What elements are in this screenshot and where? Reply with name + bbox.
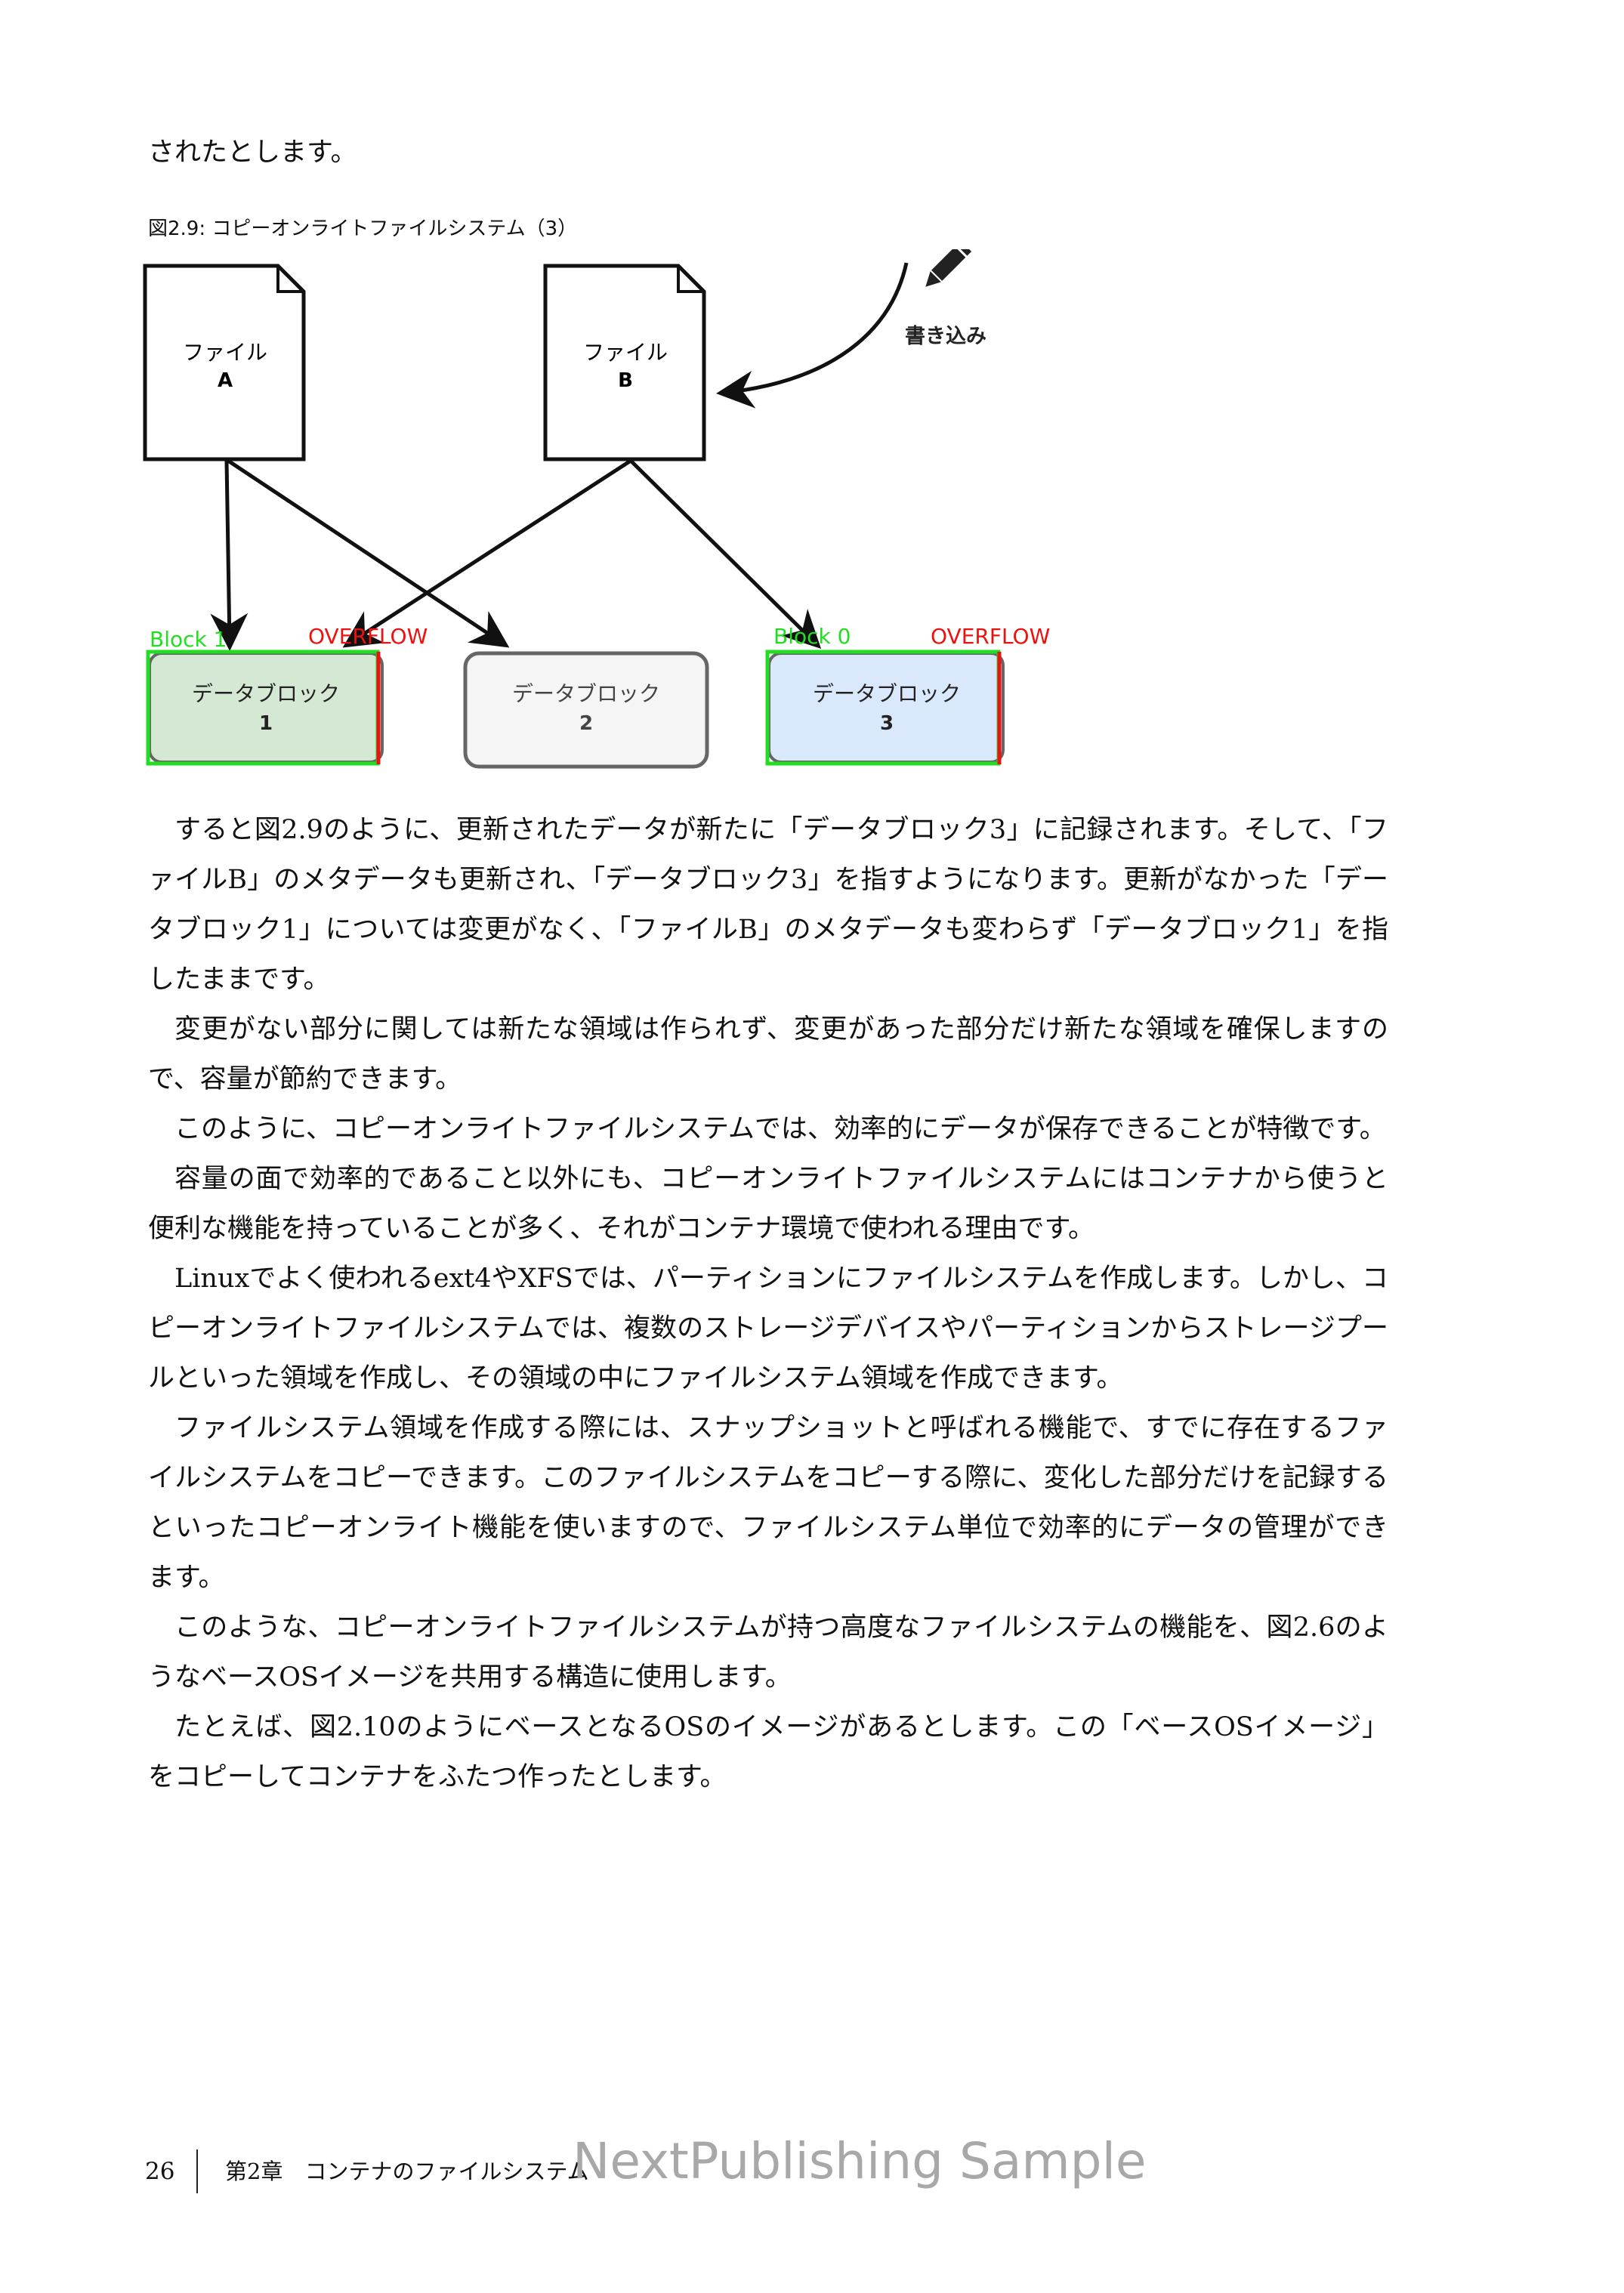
data-block-2-label: データブロック <box>512 681 660 706</box>
watermark: NextPublishing Sample <box>573 2132 1147 2190</box>
file-b-document: ファイル B <box>543 264 706 461</box>
page-number: 26 <box>145 2158 175 2185</box>
file-b-label: ファイル <box>583 340 668 365</box>
paragraph: 容量の面で効率的であること以外にも、コピーオンライトファイルシステムにはコンテナ… <box>148 1164 1388 1244</box>
file-a-letter: A <box>218 369 233 392</box>
file-a-document: ファイル A <box>143 264 306 461</box>
arrow-file-a-to-block-1 <box>210 460 249 651</box>
overlay-label-overflow-1: OVERFLOW <box>308 624 428 649</box>
file-a-label: ファイル <box>183 340 267 365</box>
paragraph: このような、コピーオンライトファイルシステムが持つ高度なファイルシステムの機能を… <box>148 1613 1388 1693</box>
overlay-label-block-1: Block 1 <box>150 627 227 652</box>
data-block-2-number: 2 <box>579 712 593 735</box>
write-label: 書き込み <box>905 325 986 348</box>
intro-line: されたとします。 <box>148 137 357 168</box>
arrow-file-a-to-block-2 <box>227 458 510 648</box>
paragraph: 変更がない部分に関しては新たな領域は作られず、変更があった部分だけ新たな領域を確… <box>148 1014 1388 1094</box>
paragraph: このように、コピーオンライトファイルシステムでは、効率的にデータが保存できること… <box>174 1114 1386 1144</box>
paragraph: ファイルシステム領域を作成する際には、スナップショットと呼ばれる機能で、すでに存… <box>148 1413 1388 1593</box>
file-b-letter: B <box>618 369 633 392</box>
figure-copy-on-write: ファイル A ファイル B 書き込み <box>136 249 1088 778</box>
paragraph: たとえば、図2.10のようにベースとなるOSのイメージがあるとします。この「ベー… <box>148 1712 1388 1792</box>
data-block-3: データブロック 3 <box>767 652 1005 764</box>
pencil-icon <box>925 249 972 287</box>
overlay-label-block-0: Block 0 <box>773 624 851 649</box>
data-block-1-label: データブロック <box>192 681 340 706</box>
arrow-file-b-to-block-3 <box>629 459 822 650</box>
figure-caption: 図2.9: コピーオンライトファイルシステム（3） <box>148 218 578 240</box>
write-arrow <box>716 262 909 409</box>
data-block-3-number: 3 <box>880 712 894 735</box>
data-block-1-number: 1 <box>259 712 273 735</box>
body-text: すると図2.9のように、更新されたデータが新たに「データブロック3」に記録されま… <box>148 805 1388 1802</box>
data-block-1: データブロック 1 <box>148 652 384 764</box>
overlay-label-overflow-2: OVERFLOW <box>931 624 1050 649</box>
paragraph: すると図2.9のように、更新されたデータが新たに「データブロック3」に記録されま… <box>148 815 1388 995</box>
footer-divider <box>196 2149 198 2193</box>
data-block-2: データブロック 2 <box>463 651 709 769</box>
figure-diagram: ファイル A ファイル B 書き込み <box>143 249 1050 769</box>
paragraph: Linuxでよく使われるext4やXFSでは、パーティションにファイルシステムを… <box>148 1264 1388 1393</box>
arrow-file-b-to-block-1 <box>342 458 632 648</box>
data-block-3-label: データブロック <box>813 681 961 706</box>
page-footer: 26 第2章 コンテナのファイルシステム <box>145 2149 1429 2202</box>
chapter-title: 第2章 コンテナのファイルシステム <box>225 2159 589 2184</box>
